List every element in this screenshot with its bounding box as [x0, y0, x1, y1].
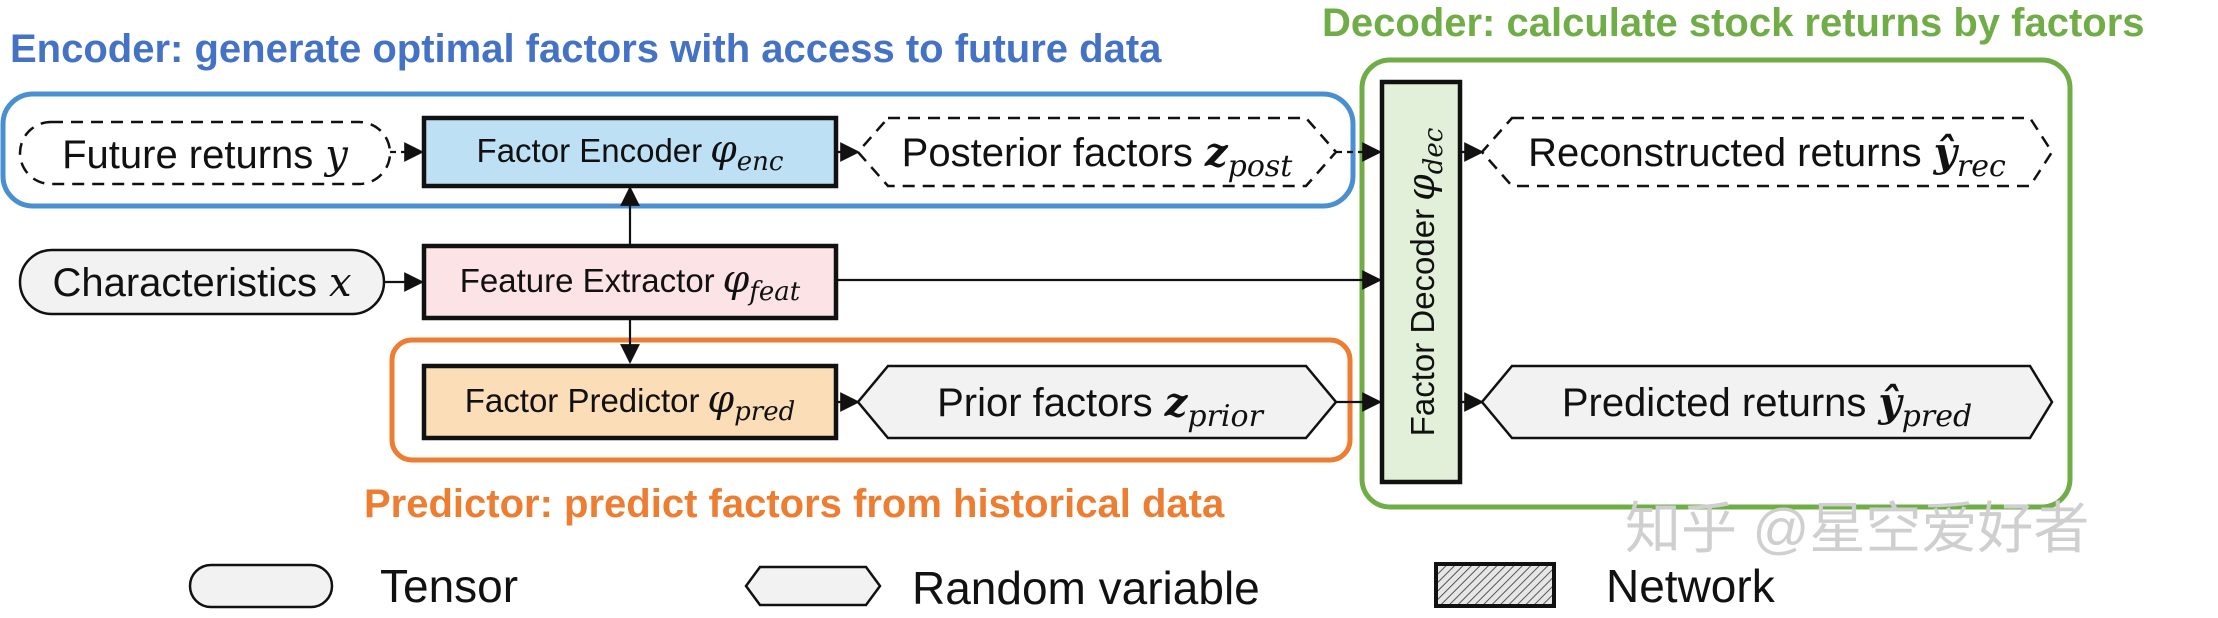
feature-extractor-label: Feature Extractor	[460, 262, 715, 299]
decoder-section-title: Decoder: calculate stock returns by fact…	[1322, 1, 2145, 45]
prior-factors-symbol: z	[1164, 379, 1189, 426]
characteristics-symbol: x	[329, 260, 352, 306]
legend-tensor-label: Tensor	[380, 560, 518, 612]
feature-extractor-phi: φ	[723, 257, 750, 301]
legend-network-shape	[1434, 562, 1556, 608]
decoder-group-border	[1359, 57, 2073, 510]
encoder-section-title: Encoder: generate optimal factors with a…	[10, 27, 1162, 71]
legend-random-variable-shape	[744, 565, 882, 607]
factor-encoder-sub: enc	[737, 147, 784, 177]
characteristics-node: Characteristics x	[18, 248, 386, 316]
factor-encoder-label: Factor Encoder	[477, 132, 703, 169]
legend-tensor-shape	[188, 563, 334, 609]
factor-encoder-phi: φ	[710, 127, 737, 171]
factor-predictor-label: Factor Predictor	[465, 382, 700, 419]
reconstructed-returns-sub: rec	[1957, 149, 2006, 184]
future-returns-symbol: y	[323, 132, 349, 178]
posterior-factors-label: Posterior factors	[902, 131, 1193, 175]
predictor-group-border	[389, 337, 1353, 463]
legend: Tensor Random variable Network	[188, 560, 1776, 614]
factor-decoder-phi: φ	[1399, 174, 1443, 201]
factor-predictor-phi: φ	[708, 377, 735, 421]
posterior-factors-symbol: z	[1204, 129, 1229, 176]
prior-factors-sub: prior	[1187, 399, 1264, 434]
legend-network-label: Network	[1606, 560, 1776, 612]
predicted-returns-label: Predicted returns	[1562, 381, 1867, 425]
feature-extractor-sub: feat	[747, 277, 801, 307]
reconstructed-returns-label: Reconstructed returns	[1528, 131, 1922, 175]
factor-decoder-network: Factor Decoder φdec	[1379, 79, 1463, 485]
factor-decoder-sub: dec	[1419, 127, 1449, 174]
predictor-section-title: Predictor: predict factors from historic…	[364, 482, 1225, 526]
posterior-factors-sub: post	[1228, 149, 1294, 184]
watermark-text: 知乎 @星空爱好者	[1625, 497, 2089, 560]
connector-arrows	[384, 142, 1484, 412]
characteristics-label: Characteristics	[52, 261, 317, 305]
prior-factors-label: Prior factors	[937, 381, 1153, 425]
svg-text:Factor Decoderφdec: Factor Decoder φdec	[1399, 127, 1449, 436]
factor-predictor-sub: pred	[734, 397, 795, 427]
predicted-returns-symbol: ŷ	[1877, 379, 1904, 426]
predicted-returns-sub: pred	[1902, 399, 1973, 434]
encoder-group-border	[0, 91, 1356, 209]
legend-random-variable-label: Random variable	[912, 562, 1260, 614]
future-returns-label: Future returns	[62, 133, 313, 177]
reconstructed-returns-symbol: ŷ	[1933, 129, 1960, 176]
factor-decoder-label: Factor Decoder	[1404, 209, 1441, 436]
